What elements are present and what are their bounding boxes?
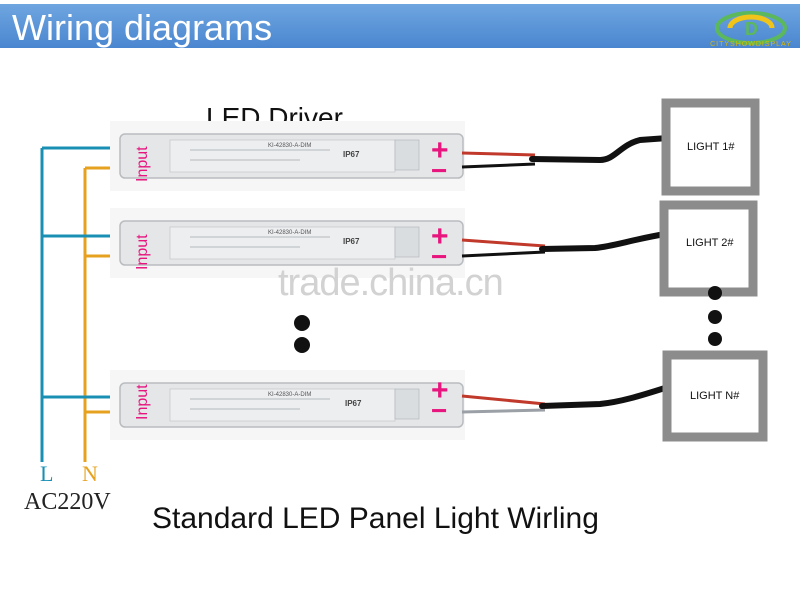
driver-2-light-cable xyxy=(539,231,668,252)
light-ellipsis-dot xyxy=(708,332,722,346)
voltage-label: AC220V xyxy=(24,489,111,515)
light-panel-n xyxy=(662,350,768,442)
led-driver-1 xyxy=(110,121,465,191)
driver-n-model: KI-42830-A-DIM xyxy=(268,392,311,398)
driver-n-red-wire xyxy=(461,394,546,406)
driver-n-light-cable xyxy=(539,384,671,409)
driver-2-black-wire xyxy=(461,250,546,258)
svg-text:D: D xyxy=(745,19,758,39)
brand-logo-icon: D xyxy=(715,11,787,45)
driver-1-minus: − xyxy=(431,155,447,186)
driver-ellipsis-dot xyxy=(294,315,310,331)
live-label: L xyxy=(40,461,54,486)
watermark: trade.china.cn xyxy=(278,262,504,304)
driver-2-model: KI-42830-A-DIM xyxy=(268,230,311,236)
driver-1-light-cable xyxy=(529,135,671,164)
driver-1-input-label: Input xyxy=(134,146,151,182)
driver-2-minus: − xyxy=(431,241,447,272)
driver-2-rating: IP67 xyxy=(343,237,360,246)
driver-1-model: KI-42830-A-DIM xyxy=(268,143,311,149)
driver-n-rating: IP67 xyxy=(345,399,362,408)
diagram-caption: Standard LED Panel Light Wirling xyxy=(152,502,599,535)
led-driver-n xyxy=(110,370,465,440)
driver-ellipsis-dot xyxy=(294,337,310,353)
neutral-label: N xyxy=(82,461,98,486)
page-title: Wiring diagrams xyxy=(12,7,273,48)
led-driver-2 xyxy=(110,208,465,278)
driver-1-red-wire xyxy=(461,151,536,157)
light-ellipsis-dot xyxy=(708,310,722,324)
driver-n-grey-wire xyxy=(461,408,546,414)
driver-2-input-label: Input xyxy=(134,234,151,270)
brand-text: CITYSHOWDISPLAY xyxy=(710,41,792,48)
driver-n-plus: + xyxy=(431,374,449,407)
light-2-label: LIGHT 2# xyxy=(686,237,734,249)
driver-n-minus: − xyxy=(431,395,447,426)
driver-1-black-wire xyxy=(461,162,536,169)
light-1-label: LIGHT 1# xyxy=(687,141,735,153)
header-bar: Wiring diagrams D CITYSHOWDISPLAY xyxy=(0,4,800,48)
light-panel-1 xyxy=(661,98,760,196)
light-ellipsis-dot xyxy=(708,286,722,300)
driver-n-input-label: Input xyxy=(134,384,151,420)
driver-1-rating: IP67 xyxy=(343,150,360,159)
light-n-label: LIGHT N# xyxy=(690,390,740,402)
driver-2-plus: + xyxy=(431,220,449,253)
driver-1-plus: + xyxy=(431,134,449,167)
driver-2-red-wire xyxy=(461,238,546,248)
